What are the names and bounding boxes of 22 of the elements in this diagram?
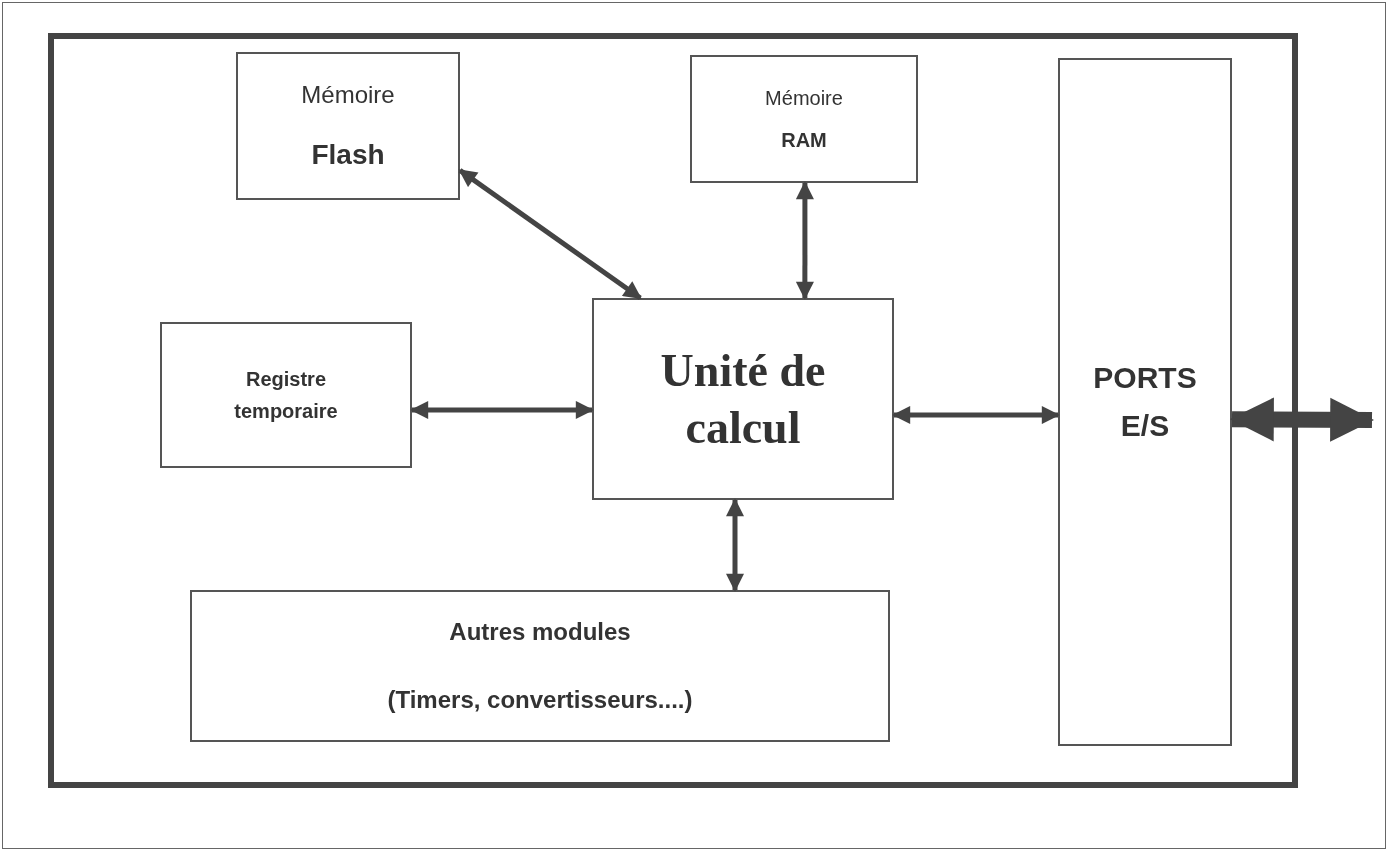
block-box: [236, 52, 460, 200]
arrow: [410, 400, 594, 420]
block-label: RAM: [781, 128, 827, 153]
block-label: Registre temporaire: [233, 367, 339, 424]
block-box: [690, 55, 918, 183]
arrow: [458, 168, 642, 301]
arrow: [795, 181, 814, 300]
block-label: Unité de calcul: [659, 343, 827, 455]
bus-arrow: [1229, 397, 1375, 442]
block-label: Flash: [311, 137, 385, 172]
block-box: [160, 322, 412, 468]
processing-unit-box: [592, 298, 894, 500]
block-box: [190, 590, 890, 742]
arrow: [892, 405, 1060, 425]
block-label: Mémoire: [765, 86, 843, 111]
block-label: PORTS E/S: [1092, 360, 1198, 444]
block-label: (Timers, convertisseurs....): [387, 685, 693, 715]
io-port-box: [1058, 58, 1232, 746]
block-label: Mémoire: [301, 79, 395, 110]
arrow: [726, 498, 744, 592]
microcontroller-frame: [48, 33, 1298, 788]
block-label: Autres modules: [449, 617, 631, 647]
